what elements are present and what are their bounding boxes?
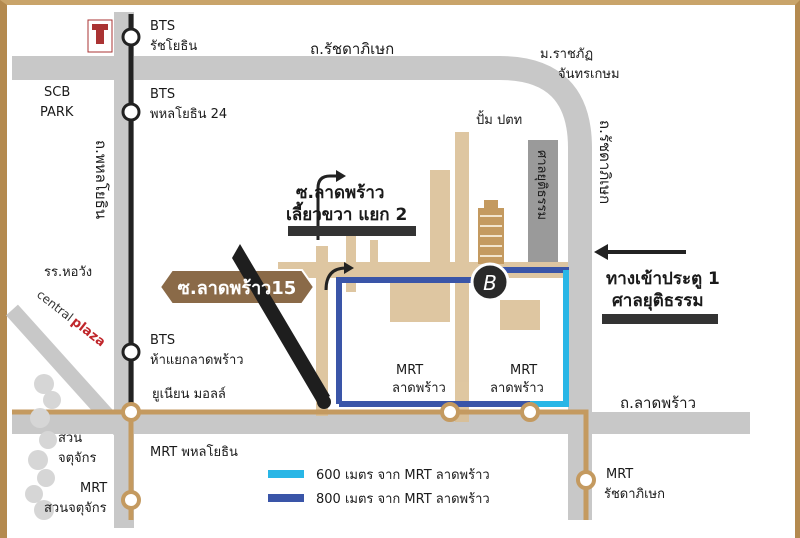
project-logo-letter: B xyxy=(483,271,497,295)
station-mrt-ladprao-b-name: ลาดพร้าว xyxy=(490,381,544,396)
place-scb-park-line2: PARK xyxy=(40,105,74,120)
mrt-station-markers xyxy=(121,402,596,510)
turn-arrow-head-icon xyxy=(336,170,346,182)
station-mrt-chatuchak-type: MRT xyxy=(80,481,107,496)
court-building xyxy=(528,140,558,262)
place-hospital: รร.หอวัง xyxy=(44,265,92,280)
building-icon xyxy=(478,200,504,264)
road-ratchada xyxy=(12,56,592,520)
station-mrt-ladprao-b-type: MRT xyxy=(510,363,537,378)
soi-turn-bar xyxy=(288,226,416,236)
soi15-label: ซ.ลาดพร้าว15 xyxy=(178,278,297,299)
station-markers xyxy=(121,27,141,362)
place-central-plaza-brand: plaza xyxy=(68,314,108,350)
station-bts-haeyaek-type: BTS xyxy=(150,333,175,348)
station-mrt-ratchada-type: MRT xyxy=(606,467,633,482)
callout-entrance-line1: ทางเข้าประตู 1 xyxy=(606,269,720,290)
road-ladprao xyxy=(12,412,750,434)
station-mrt-phaholyothin: MRT พหลโยธิน xyxy=(150,444,238,460)
station-bts-phaholyothin24-name: พหลโยธิน 24 xyxy=(150,106,227,122)
station-mrt-ladprao-a-name: ลาดพร้าว xyxy=(392,381,446,396)
soi15-tag xyxy=(158,269,316,305)
place-park-line2: จตุจักร xyxy=(58,451,97,466)
park-blobs xyxy=(25,374,61,520)
place-ratchaphat-line2: จันทรเกษม xyxy=(558,67,620,82)
road-label-ladprao: ถ.ลาดพร้าว xyxy=(620,394,696,412)
legend-label-800: 800 เมตร จาก MRT ลาดพร้าว xyxy=(316,492,490,507)
callout-soi-turn-line2: เลี้ยวขวา แยก 2 xyxy=(286,201,407,225)
road-label-phaholyothin: ถ.พหลโยธิน xyxy=(92,140,110,219)
station-mrt-ladprao-a-type: MRT xyxy=(396,363,423,378)
legend-swatch-600 xyxy=(268,470,304,478)
legend-swatch-800 xyxy=(268,494,304,502)
soi15-dot xyxy=(317,395,331,409)
place-scb-park-line1: SCB xyxy=(44,85,70,100)
place-gas-station: ปั้ม ปตท xyxy=(476,110,522,128)
station-bts-ratchayothin-type: BTS xyxy=(150,19,175,34)
soi15-pointer xyxy=(232,244,330,404)
entrance-bar xyxy=(602,314,718,324)
callout-entrance-line2: ศาลยุติธรรม xyxy=(612,291,704,311)
legend-label-600: 600 เมตร จาก MRT ลาดพร้าว xyxy=(316,468,490,483)
place-park-line1: สวน xyxy=(58,431,82,446)
place-court-building: ศาลยุติธรรม xyxy=(534,150,549,220)
route-600m-cyan xyxy=(530,270,569,407)
place-central-plaza-prefix: central xyxy=(34,287,76,324)
junction-arrow-head-icon xyxy=(344,262,354,274)
place-union-mall: ยูเนียน มอลล์ xyxy=(152,386,226,402)
turn-arrow-icon xyxy=(316,174,338,240)
callout-soi-turn-line1: ซ.ลาดพร้าว xyxy=(296,183,384,203)
project-logo xyxy=(470,262,510,302)
station-mrt-ratchada-name: รัชดาภิเษก xyxy=(604,487,665,502)
road-label-ratchada-top: ถ.รัชดาภิเษก xyxy=(310,40,394,58)
station-bts-haeyaek-name: ห้าแยกลาดพร้าว xyxy=(150,353,244,368)
place-ratchaphat-line1: ม.ราชภัฏ xyxy=(540,47,593,62)
station-bts-phaholyothin24-type: BTS xyxy=(150,87,175,102)
station-bts-ratchayothin-name: รัชโยธิน xyxy=(150,38,197,54)
road-label-ratchada-right: ถ.รัชดาภิเษก xyxy=(596,120,614,204)
route-800m xyxy=(336,277,500,404)
brand-logo-mark xyxy=(92,24,108,44)
station-mrt-chatuchak-name: สวนจตุจักร xyxy=(44,501,107,516)
junction-arrow-icon xyxy=(324,266,347,291)
entrance-arrow-head-icon xyxy=(594,244,608,260)
